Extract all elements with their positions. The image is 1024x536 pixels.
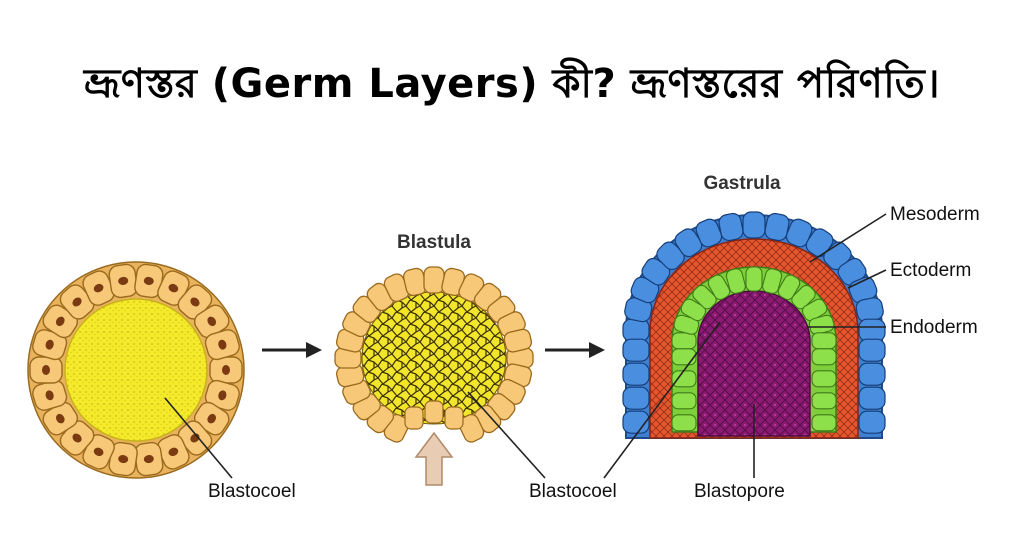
ectoderm-cell — [764, 212, 790, 242]
cell — [444, 406, 464, 430]
blastula-illustration — [334, 266, 534, 444]
endoderm-cell — [671, 392, 697, 410]
leader-blastocoel-2a — [467, 391, 546, 479]
gastrula-label: Gastrula — [703, 173, 781, 194]
cell — [503, 328, 533, 353]
ectoderm-cell — [858, 338, 886, 362]
endoderm-cell — [791, 284, 816, 310]
blastocoel-label-1: Blastocoel — [208, 481, 296, 502]
nucleus — [118, 455, 129, 464]
nucleus — [222, 365, 230, 375]
nucleus — [72, 433, 82, 443]
endoderm-cell — [673, 314, 700, 335]
nucleus — [218, 339, 227, 350]
cell — [404, 406, 424, 430]
mesoderm-label: Mesoderm — [890, 204, 980, 225]
nucleus — [55, 413, 65, 424]
endoderm-cell — [671, 370, 697, 388]
leader-lines — [164, 213, 887, 479]
endoderm-cell — [811, 392, 837, 410]
ectoderm-cell — [858, 318, 886, 342]
leader-mesoderm — [809, 213, 887, 263]
endoderm-cell — [762, 268, 783, 294]
endoderm-cell — [811, 370, 837, 388]
cell — [458, 413, 485, 443]
ectoderm-cell — [695, 218, 723, 248]
ectoderm-cell — [742, 211, 766, 239]
leader-blastocoel-1 — [164, 397, 233, 479]
nucleus — [168, 283, 179, 293]
arrow-right-icon — [545, 342, 605, 358]
ectoderm-cell — [622, 386, 650, 410]
endoderm-cell — [725, 268, 746, 294]
nucleus — [207, 413, 217, 424]
gastrula-illustration — [622, 211, 886, 439]
blastula-label: Blastula — [397, 232, 471, 253]
nucleus — [143, 455, 154, 464]
endoderm-cell — [671, 348, 697, 366]
ectoderm-cell — [858, 386, 886, 410]
nucleus — [93, 283, 104, 293]
ectoderm-label: Ectoderm — [890, 260, 971, 281]
cell — [424, 400, 444, 424]
endoderm-cell — [745, 266, 763, 292]
nucleus — [93, 447, 104, 457]
arrow-right-icon — [262, 342, 322, 358]
endoderm-cell — [777, 274, 801, 301]
ectoderm-cell — [858, 410, 886, 434]
nucleus — [168, 447, 179, 457]
nucleus — [218, 390, 227, 401]
endoderm-cell — [811, 414, 837, 432]
nucleus — [72, 297, 82, 307]
page-title: ভ্রূণস্তর (Germ Layers) কী? ভ্রূণস্তরের … — [83, 61, 941, 107]
endoderm-cell — [811, 348, 837, 366]
nucleus — [118, 276, 129, 285]
endoderm-cell — [671, 414, 697, 432]
nucleus — [45, 339, 54, 350]
ectoderm-cell — [858, 362, 886, 386]
ectoderm-cell — [622, 338, 650, 362]
ectoderm-cell — [622, 362, 650, 386]
nucleus — [45, 390, 54, 401]
leader-ectoderm — [847, 269, 887, 289]
endoderm-label: Endoderm — [890, 317, 978, 338]
nucleus — [42, 365, 50, 375]
leader-blastocoel-2b — [603, 321, 721, 479]
nucleus — [55, 316, 65, 327]
endoderm-cell — [692, 284, 717, 310]
nucleus — [190, 297, 200, 307]
early-blastula-illustration — [27, 261, 245, 479]
endoderm-cell — [707, 274, 731, 301]
ectoderm-cell — [718, 212, 744, 242]
ectoderm-cell — [674, 228, 703, 258]
blastopore-label: Blastopore — [694, 481, 785, 502]
nucleus — [143, 276, 154, 285]
cell — [423, 266, 445, 294]
ectoderm-cell — [622, 410, 650, 434]
endoderm-cell — [671, 332, 697, 350]
nucleus — [207, 316, 217, 327]
endoderm-cell — [680, 298, 707, 322]
blastocoel-label-2: Blastocoel — [529, 481, 617, 502]
arrow-up-icon — [414, 431, 454, 486]
endoderm-cell — [811, 332, 837, 350]
ectoderm-cell — [622, 318, 650, 342]
